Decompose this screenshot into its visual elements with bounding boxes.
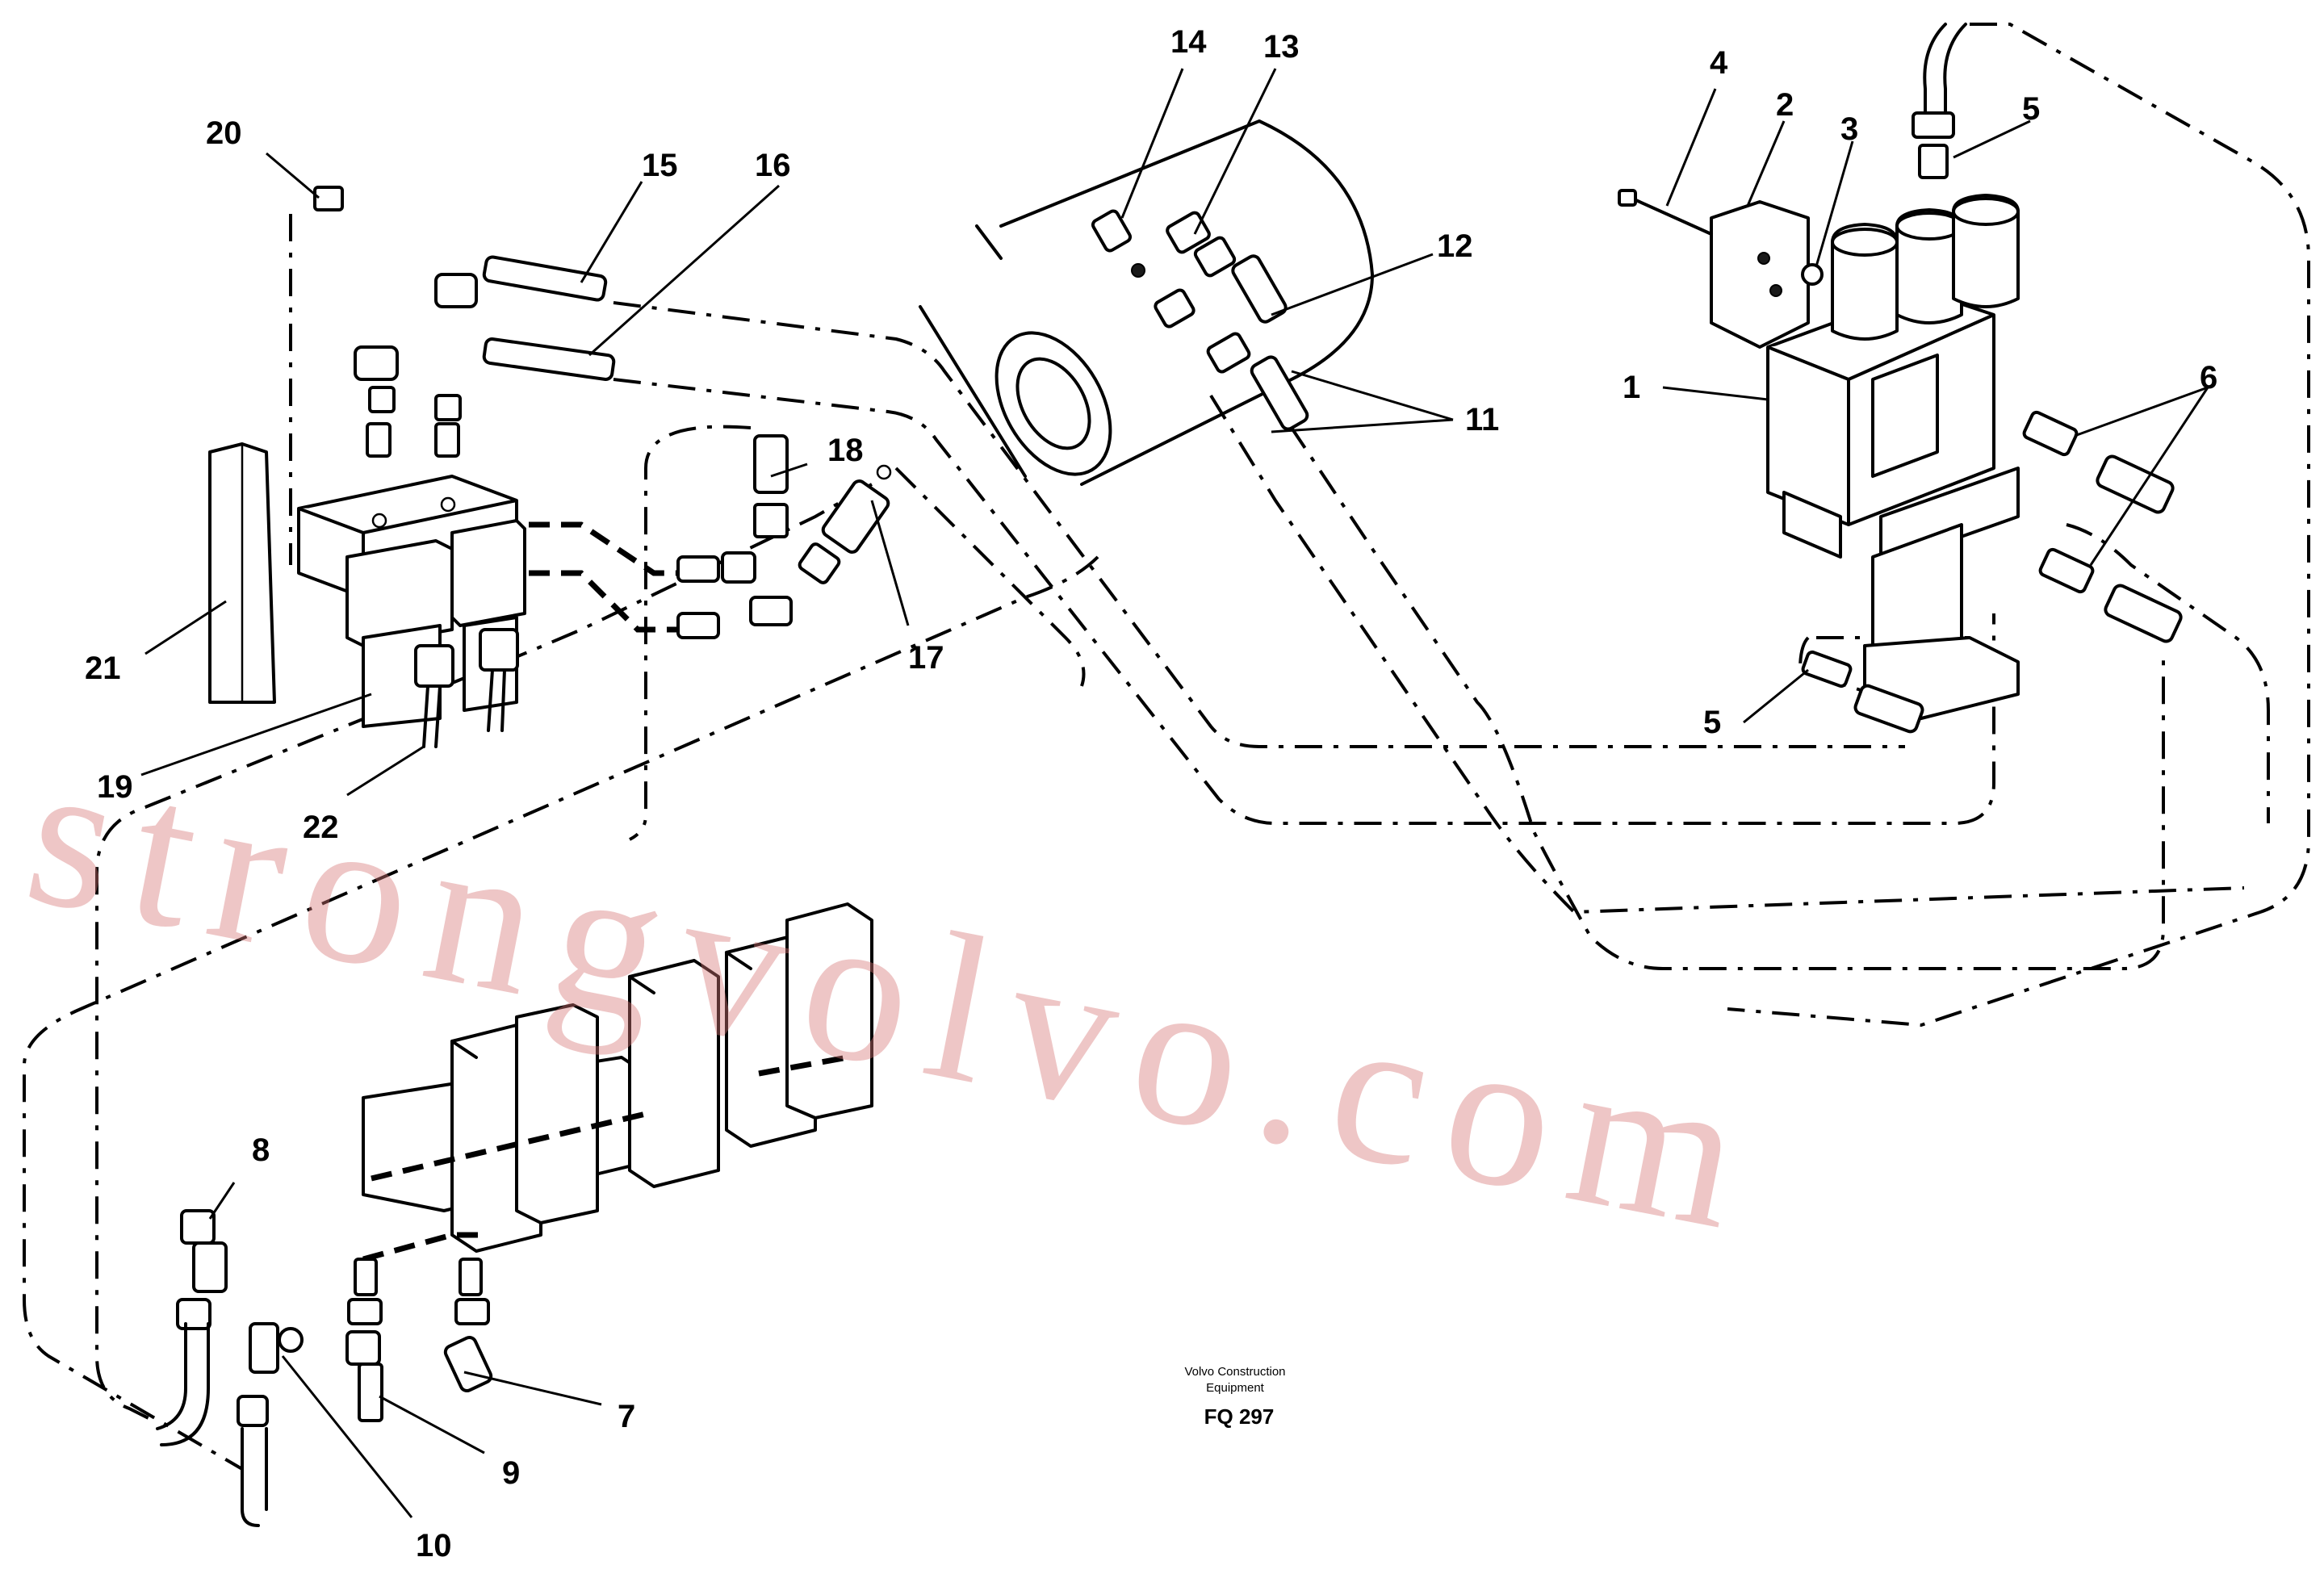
callout-10: 10 <box>416 1528 452 1563</box>
hose-route-5b <box>1798 636 1922 704</box>
hose-route-18 <box>629 425 752 841</box>
fittings-6 <box>2022 410 2183 643</box>
cylinder-body <box>919 119 1374 486</box>
callout-5-top: 5 <box>2022 91 2041 127</box>
pipe-dashed-c <box>371 1111 647 1182</box>
callout-9: 9 <box>502 1455 521 1491</box>
callout-19: 19 <box>97 769 133 805</box>
callout-20: 20 <box>206 115 242 151</box>
fittings-15-16 <box>354 255 616 458</box>
figure-code: FQ 297 <box>1204 1404 1275 1429</box>
callout-21: 21 <box>85 651 121 686</box>
hose-route-16 <box>613 378 1995 825</box>
hose-route-11a <box>1258 378 2165 970</box>
callout-22: 22 <box>303 810 339 845</box>
manifold-19 <box>297 475 526 728</box>
callout-6: 6 <box>2200 360 2218 396</box>
post-21 <box>208 442 276 704</box>
callout-7: 7 <box>618 1399 636 1434</box>
fittings-7-10 <box>156 1209 493 1527</box>
leader-lines <box>140 68 2209 1518</box>
pipe-dashed-e <box>758 1054 848 1077</box>
caption-company-line1: Volvo Construction <box>1184 1365 1286 1379</box>
hose-top-5 <box>1912 23 1967 179</box>
callout-13: 13 <box>1263 29 1300 65</box>
fittings-17-18 <box>676 434 892 639</box>
pipe-dashed-d <box>362 1232 484 1262</box>
solenoid-caps <box>1831 194 2020 341</box>
callout-4: 4 <box>1710 45 1728 81</box>
block-2 <box>1710 200 1810 349</box>
fitting-5-lower <box>1801 650 1924 734</box>
callout-17: 17 <box>908 640 944 676</box>
pipe-dashed-a <box>529 521 678 576</box>
fitting-14 <box>1091 209 1145 278</box>
hose-route-11b <box>1209 394 2245 915</box>
callout-11: 11 <box>1465 402 1500 437</box>
callout-16: 16 <box>755 148 791 183</box>
callout-12: 12 <box>1437 228 1473 264</box>
hose-route-right-loop <box>2066 523 2270 823</box>
bolt-20 <box>313 186 344 211</box>
hose-route-17 <box>894 467 1086 687</box>
fitting-13 <box>1166 211 1288 324</box>
hose-route-long-left <box>23 555 1099 1471</box>
callout-14: 14 <box>1170 24 1207 60</box>
fitting-12 <box>1154 288 1309 431</box>
bolt-4 <box>1618 189 1713 236</box>
callout-2: 2 <box>1776 87 1794 123</box>
callout-3: 3 <box>1840 111 1859 147</box>
valve-stack <box>362 902 873 1253</box>
callout-5-bottom: 5 <box>1703 705 1722 740</box>
callout-15: 15 <box>642 148 678 183</box>
hose-route-inner-left <box>95 483 873 1422</box>
caption-company-line2: Equipment <box>1206 1381 1264 1395</box>
callout-18: 18 <box>827 433 864 468</box>
pipe-dashed-b <box>529 570 678 633</box>
hose-route-outer-top <box>1727 23 2310 1028</box>
valve-block-1 <box>1766 289 2020 720</box>
wires-22 <box>422 668 506 748</box>
nipple-3 <box>1801 263 1824 286</box>
callout-8: 8 <box>252 1132 270 1168</box>
callout-1: 1 <box>1623 370 1641 405</box>
hose-route-15 <box>613 301 1905 748</box>
caption-company: Volvo Construction Equipment <box>1114 1364 1356 1396</box>
